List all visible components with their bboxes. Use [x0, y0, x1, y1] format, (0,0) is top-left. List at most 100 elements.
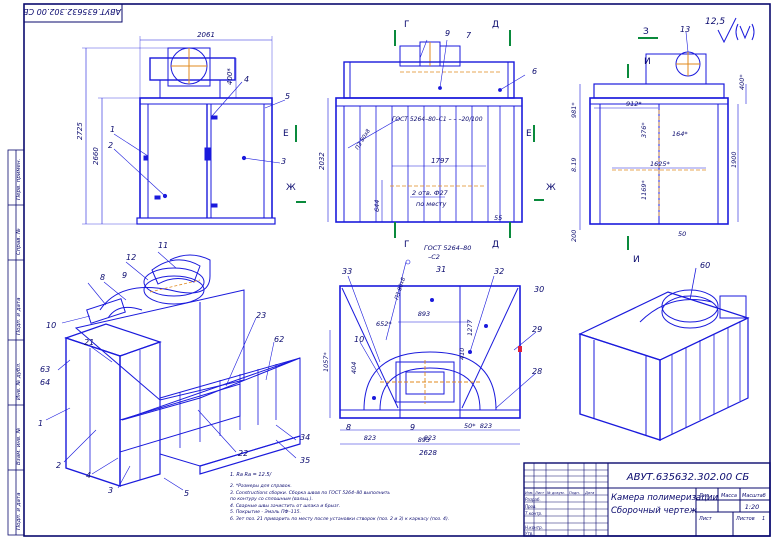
right-dim-d: 1169*: [640, 179, 648, 200]
iso-pos-12: 12: [126, 253, 136, 262]
right-dim-f: 400*: [738, 74, 746, 90]
section-d-bottom: Д: [492, 240, 499, 250]
title-head-0: Изм.: [525, 491, 533, 495]
plan-pos-32: 32: [494, 267, 504, 276]
title-name-1: Камера полимеризации: [611, 493, 719, 503]
plan-weld2: –С2: [428, 253, 440, 261]
title-sheets-value: 1: [762, 516, 765, 522]
note-3: по контуру со сплошным (вальц.).: [230, 496, 313, 502]
title-head-2: № докум.: [546, 491, 565, 495]
iso-pos-10: 10: [46, 321, 56, 330]
iso-view: [64, 254, 301, 487]
front-pos-2: 2: [108, 141, 113, 150]
iso-pos-22: 22: [238, 449, 248, 458]
note-2: 3. Constructions сборки. Сборка швов по …: [230, 490, 390, 496]
note-4: 4. Сварные швы зачистить от шлака и брыз…: [230, 503, 340, 509]
plan-dim-g: 1057*: [322, 351, 330, 372]
plan-pos-33: 33: [342, 267, 352, 276]
iso-pos-11: 11: [158, 241, 168, 250]
side-pos-7: 7: [466, 31, 472, 40]
iso-pos-63: 63: [40, 365, 50, 374]
left-strip-label-4: Взам. инв. №: [16, 427, 22, 465]
note-6: 6. Зет поз. 21 приварить по месту после …: [230, 516, 449, 522]
right-dim-a: 1625*: [650, 160, 671, 168]
side-pos-6: 6: [532, 67, 537, 76]
iso-pos-8: 8: [100, 273, 105, 282]
title-block: [523, 462, 771, 537]
title-designation: АВУТ.635632.302.00 СБ: [626, 472, 750, 483]
plan-weld: ГОСТ 5264–80: [424, 244, 471, 252]
iso2-pos-60: 60: [700, 261, 710, 270]
plan-pos-9: 9: [410, 423, 415, 432]
section-z: З: [643, 27, 649, 37]
title-scale: 1:20: [745, 503, 760, 511]
right-dim-b: 376*: [640, 122, 648, 138]
right-dim-h1: 981*: [570, 102, 578, 118]
section-zh-front: Ж: [286, 183, 296, 193]
title-head-1: Лист: [534, 491, 545, 495]
note-5: 5. Покрытие - Эмаль ПФ–115.: [230, 509, 301, 515]
plan-pos-28: 28: [532, 367, 542, 376]
iso-pos-62: 62: [274, 335, 284, 344]
right-pos-13: 13: [680, 25, 690, 34]
front-dim-h2: 2660: [92, 147, 100, 165]
iso-ribs: [89, 348, 277, 480]
plan-dim-k: 410: [458, 348, 466, 360]
front-pos-5: 5: [285, 92, 290, 101]
left-strip-label-1: Справ. №: [16, 228, 22, 255]
right-dim-e: 50: [678, 230, 686, 238]
plan-dim-b: 823: [480, 422, 492, 430]
side-weld2b: по месту: [416, 200, 447, 208]
side-dim-w1: 1797: [431, 157, 449, 165]
section-g-top: Г: [404, 20, 410, 30]
left-strip-label-2: Подп. и дата: [16, 297, 22, 335]
plan-pos-31: 31: [436, 265, 446, 274]
plan-markers: [372, 298, 522, 400]
front-dim-w: 2061: [197, 31, 215, 39]
iso-pos-35: 35: [300, 456, 310, 465]
section-zh-side: Ж: [546, 183, 556, 193]
title-mass-label: Масса: [721, 493, 737, 499]
title-role-2: Т.контр.: [525, 511, 542, 516]
title-head-4: Дата: [584, 491, 594, 495]
plan-dim-h: 1277: [466, 319, 474, 336]
title-name-2: Сборочный чертеж: [611, 506, 697, 516]
side-dim-h: 2032: [318, 152, 326, 170]
plan-dim-j: 404: [350, 362, 358, 374]
title-role-1: Пров.: [525, 504, 537, 509]
side-view: [335, 41, 523, 223]
plan-pos-10: 10: [354, 335, 364, 344]
section-e-front: Е: [283, 129, 289, 139]
right-dim-h4: 200: [570, 230, 578, 242]
title-head-3: Подп.: [569, 491, 580, 495]
left-strip-label-5: Подп. и дата: [16, 492, 22, 530]
title-role-0: Разраб.: [525, 497, 541, 502]
plan-dim-a: 823: [364, 434, 376, 442]
section-e-side: Е: [526, 129, 532, 139]
note-0: 1. Ra Ra = 12.5/: [230, 472, 273, 478]
side-weld2: 2 отв. Ф27: [412, 189, 449, 197]
right-dim-c: 164*: [672, 130, 688, 138]
front-dim-h3: 400*: [226, 68, 234, 85]
plan-dim-f: 50*: [464, 422, 476, 430]
iso2-view: [578, 289, 750, 441]
iso-pos-23: 23: [256, 311, 266, 320]
plan-dim-i: 652*: [376, 320, 392, 328]
title-sheet-label: Лист: [698, 516, 713, 522]
front-view: [82, 36, 286, 225]
front-pos-1: 1: [110, 125, 115, 134]
section-i-bottom: И: [633, 255, 640, 265]
iso-pos-3: 3: [108, 486, 113, 495]
iso-pos-34: 34: [300, 433, 310, 442]
left-strip-label-3: Инв. № дубл.: [16, 362, 22, 400]
left-strip: [7, 149, 25, 536]
right-dim-w: 912*: [626, 100, 642, 108]
side-dim-b: 55: [494, 214, 502, 222]
plan-pos-30: 30: [534, 285, 544, 294]
plan-dim-c: 823: [424, 434, 436, 442]
title-role-3: Н.контр.: [525, 525, 543, 530]
right-dim-h3: 1900: [730, 151, 738, 168]
plan-dim-d: 893: [418, 310, 430, 318]
iso-pos-1: 1: [38, 419, 43, 428]
